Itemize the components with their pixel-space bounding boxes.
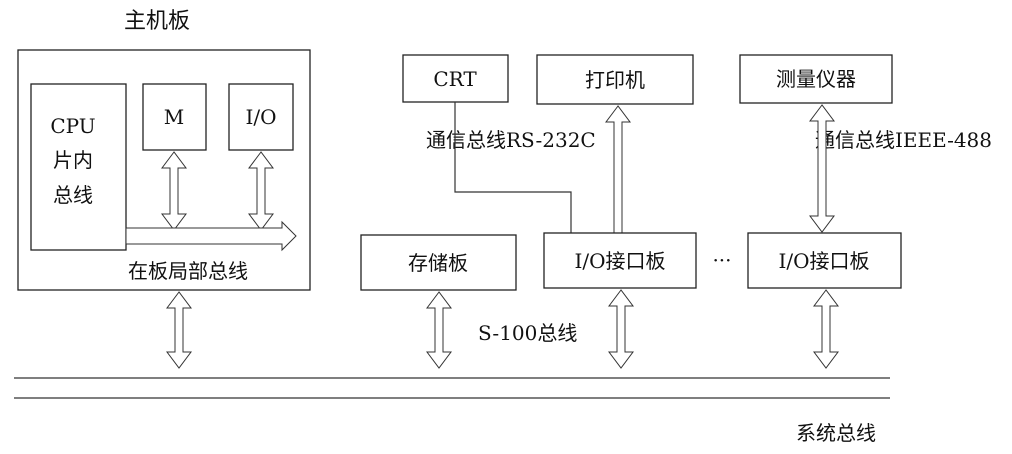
io-label: I/O — [245, 105, 276, 129]
rs232-label: 通信总线RS-232C — [426, 128, 596, 152]
crt-connection-line — [454, 102, 572, 233]
crt-label: CRT — [433, 67, 477, 91]
crt-box — [402, 54, 509, 103]
memory-label: M — [164, 105, 184, 129]
io-board-1-system-arrow — [608, 289, 634, 369]
io-board-1-label: I/O接口板 — [574, 249, 665, 273]
main-board-title: 主机板 — [124, 9, 190, 34]
cpu-onchip-label: 片内 — [53, 148, 93, 172]
board-ellipsis: ··· — [712, 248, 731, 272]
instrument-label: 测量仪器 — [776, 67, 856, 91]
ieee488-label: 通信总线IEEE-488 — [815, 128, 992, 152]
io-board-2-label: I/O接口板 — [778, 249, 869, 273]
io-board-2-system-arrow — [813, 289, 839, 369]
storage-board-label: 存储板 — [408, 251, 468, 275]
io-box — [228, 83, 294, 151]
storage-board-system-arrow — [426, 291, 452, 369]
io-board-2 — [747, 232, 902, 289]
s100-bus-label: S-100总线 — [478, 321, 577, 345]
cpu-label: CPU — [50, 114, 95, 138]
printer-label: 打印机 — [585, 68, 645, 92]
cpu-box — [30, 83, 127, 251]
instrument-box — [739, 54, 893, 104]
instrument-arrow — [809, 104, 835, 233]
local-bus-arrow — [125, 220, 297, 252]
printer-arrow — [605, 105, 631, 234]
cpu-bus-label: 总线 — [53, 183, 93, 207]
system-bus-label: 系统总线 — [796, 421, 876, 445]
main-board-system-arrow — [166, 291, 192, 369]
memory-box — [142, 83, 207, 151]
local-bus-label: 在板局部总线 — [128, 259, 248, 283]
storage-board — [360, 234, 517, 291]
printer-box — [536, 54, 694, 105]
io-board-1 — [543, 232, 697, 289]
